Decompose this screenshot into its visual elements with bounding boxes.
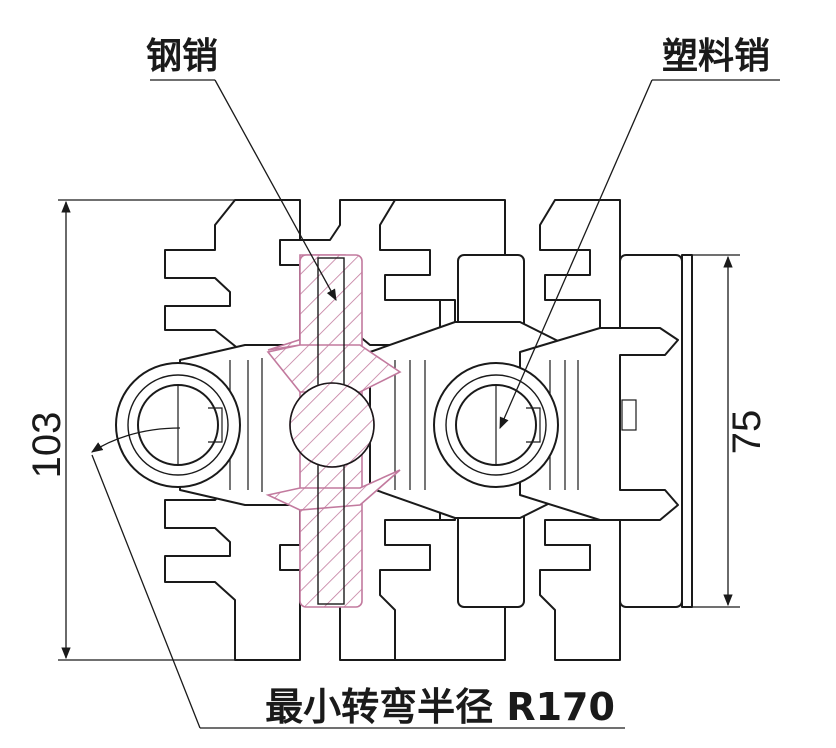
- pin-hole-right: [433, 362, 559, 488]
- min-radius-callout: 最小转弯半径 R170: [91, 427, 625, 729]
- dimension-75-label: 75: [725, 410, 769, 455]
- steel-pin: [265, 254, 402, 608]
- steel-pin-label: 钢销: [146, 36, 218, 77]
- min-radius-label: 最小转弯半径 R170: [265, 685, 615, 729]
- plastic-pin-label: 塑料销: [662, 36, 770, 77]
- pin-hole-left: [115, 362, 241, 488]
- plastic-pin-callout: 塑料销: [499, 36, 780, 430]
- dimension-overall-height: 103: [25, 199, 240, 661]
- dimension-link-height: 75: [690, 254, 769, 608]
- link-arms: [179, 321, 679, 521]
- steel-pin-callout: 钢销: [146, 36, 337, 302]
- dimension-103-label: 103: [25, 412, 69, 479]
